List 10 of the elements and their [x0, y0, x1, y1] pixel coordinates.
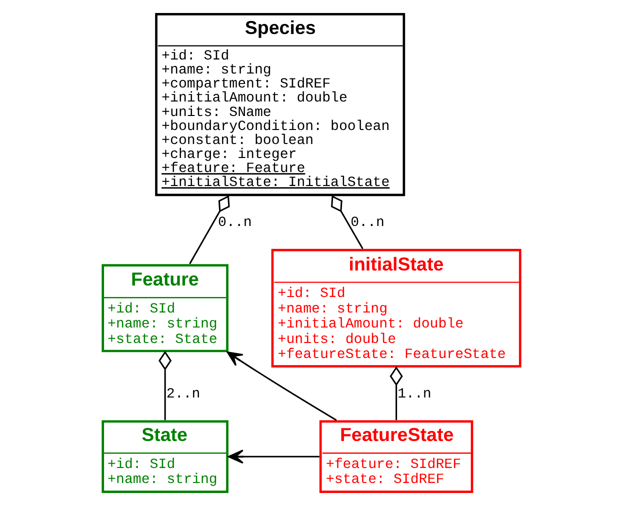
edge-label: 2..n: [166, 386, 200, 402]
connector: [389, 366, 402, 420]
arrow: [227, 450, 319, 464]
connector: [330, 195, 363, 250]
edge-label: 1..n: [397, 386, 431, 402]
arrow: [226, 351, 336, 421]
connector: [158, 350, 172, 420]
edge-label: 0..n: [350, 215, 384, 232]
edge-label: 0..n: [218, 215, 252, 232]
connector: [188, 195, 230, 264]
